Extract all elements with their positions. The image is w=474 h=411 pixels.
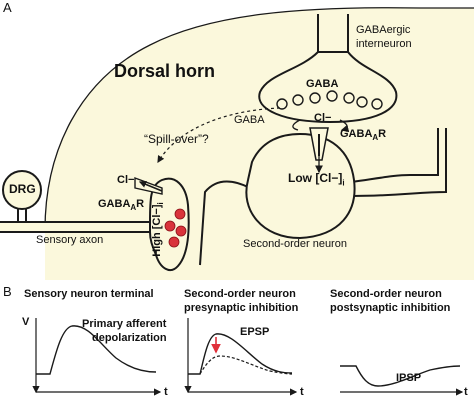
low-cl-label: Low [Cl−]i — [288, 171, 345, 188]
high-cl-sub: i — [155, 202, 165, 205]
drg-cell — [2, 170, 42, 210]
plot3-ipsp-label: IPSP — [396, 372, 422, 384]
second-order-dendrite-left — [199, 180, 251, 266]
gaba-vesicles — [276, 90, 383, 110]
plot1-trace — [36, 325, 157, 375]
interneuron-label-line1: GABAergic — [356, 24, 411, 36]
plot2-trace-inhibited — [199, 355, 293, 375]
second-order-soma — [245, 132, 356, 240]
plot3-title-line2: postsynaptic inhibition — [330, 302, 451, 314]
postsynaptic-receptor-r: R — [378, 128, 387, 140]
plot2-title-line2: presynaptic inhibition — [184, 302, 299, 314]
postsynaptic-receptor-sub: A — [372, 133, 379, 143]
high-cl-text: High [Cl−] — [150, 204, 163, 257]
postsynaptic-cl-label: Cl− — [314, 112, 332, 124]
plot1-axes — [32, 318, 162, 396]
glutamate-vesicles — [164, 208, 187, 248]
postsynaptic-receptor-label: GABAAR — [340, 128, 386, 143]
plot2-trace-control — [188, 333, 293, 375]
low-cl-sub: i — [342, 178, 345, 188]
plot3-t-label: t — [464, 386, 468, 398]
panel-b-letter: B — [3, 284, 12, 299]
postsynaptic-receptor-gaba: GABA — [340, 128, 373, 140]
drg-stem — [17, 209, 27, 222]
dorsal-horn-boundary — [44, 7, 474, 231]
presynaptic-cl-label: Cl− — [117, 174, 135, 186]
gaba-vesicle-label: GABA — [306, 78, 339, 90]
plot2-epsp-label: EPSP — [240, 326, 270, 338]
sensory-axon-label: Sensory axon — [36, 234, 104, 246]
receptor-binding-arrows — [292, 119, 347, 130]
second-order-axon — [351, 128, 447, 197]
panel-a-letter: A — [3, 0, 12, 15]
interneuron-label-line2: interneuron — [356, 38, 412, 50]
plot1-t-label: t — [164, 386, 168, 398]
plot2-title-line1: Second-order neuron — [184, 288, 296, 300]
dorsal-horn-label: Dorsal horn — [114, 61, 216, 81]
gaba-spill-label: GABA — [234, 114, 265, 126]
plot1-title: Sensory neuron terminal — [24, 288, 154, 300]
plot1-v-label: V — [22, 316, 30, 328]
spillover-label: “Spill-over”? — [144, 132, 209, 146]
plot1-label-line1: Primary afferent — [82, 318, 167, 330]
high-cl-label: High [Cl−]i — [151, 202, 166, 256]
plot1-label-line2: depolarization — [92, 332, 167, 344]
drg-label: DRG — [9, 182, 36, 196]
plot3-title-line1: Second-order neuron — [330, 288, 442, 300]
presynaptic-receptor-gaba: GABA — [98, 198, 131, 210]
interneuron-axon — [317, 14, 349, 52]
second-order-dendrite-right — [351, 128, 439, 183]
low-cl-text: Low [Cl−] — [288, 171, 343, 185]
sensory-axon — [0, 221, 150, 233]
presynaptic-receptor-sub: A — [130, 203, 137, 213]
cl-efflux-arrow — [138, 180, 163, 192]
spillover-arrow — [157, 107, 281, 164]
plot2-axes — [184, 318, 298, 396]
plot2-t-label: t — [300, 386, 304, 398]
presynaptic-receptor-r: R — [136, 198, 145, 210]
plot3-trace — [340, 365, 461, 387]
second-order-label: Second-order neuron — [243, 238, 347, 250]
presynaptic-receptor-label: GABAAR — [98, 198, 144, 213]
